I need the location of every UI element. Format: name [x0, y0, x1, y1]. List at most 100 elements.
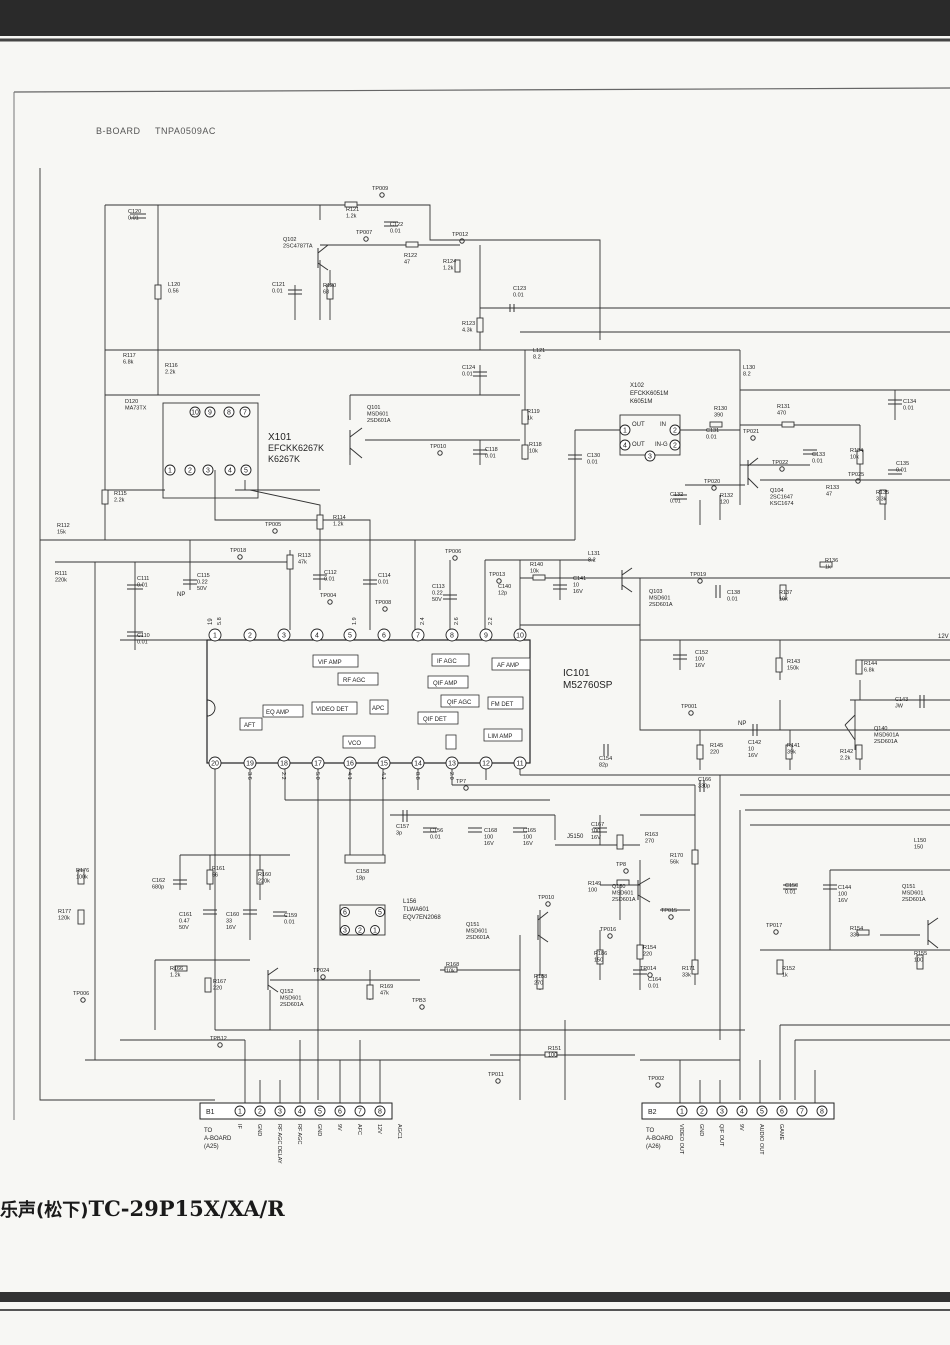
part-ref-c124: C124	[462, 365, 475, 371]
part-value-r117: 6.8k	[123, 360, 134, 366]
x102-pin-3	[644, 450, 656, 462]
scan-top-edge	[0, 0, 950, 36]
part-ref-r149: R149	[588, 881, 601, 887]
transistor-type: MSD601	[649, 596, 670, 602]
ic-pin-bottom-19-num: 19	[246, 761, 254, 768]
part-value-c121: 0.01	[272, 289, 283, 295]
connector-b1-signal: RF AGC	[296, 1124, 302, 1145]
connector-b2-loc: (A26)	[646, 1144, 661, 1150]
x101-pin-2-num: 2	[188, 468, 192, 475]
part-ref-r116: R116	[165, 363, 178, 369]
ic-block-lim-amp: LIM AMP	[488, 734, 512, 740]
transistor-ref: Q140	[874, 726, 887, 732]
ic-block-vco: VCO	[348, 741, 361, 747]
part-value-c168: 100	[484, 835, 493, 841]
part-value-r142: 2.2k	[840, 756, 851, 762]
l156-pin-2	[355, 925, 365, 935]
part-ref-r167: R167	[213, 979, 226, 985]
part-ref-c161: C161	[179, 912, 192, 918]
x102-pin-2b-num: 2	[673, 443, 677, 450]
part-value-r131: 470	[777, 411, 786, 417]
connector-b1-pin-5	[314, 1105, 326, 1117]
ic-pin-voltage: 4.1	[380, 772, 386, 780]
transistor-symbols	[267, 244, 939, 993]
transistor-type2: 2SD601A	[649, 602, 673, 608]
part-value-c154: 82p	[599, 763, 608, 769]
part-value-r143: 150k	[787, 666, 799, 672]
part-ref-r151: R151	[548, 1046, 561, 1052]
part-ref-r186: R186	[594, 951, 607, 957]
wires	[39, 168, 950, 1105]
testpoint-tp020: TP020	[704, 479, 720, 485]
part-ref-c143: C143	[895, 697, 908, 703]
part-value-r155: 100	[914, 958, 923, 964]
connector-b1-pin-2-num: 2	[258, 1109, 262, 1116]
part-ref-r154: R154	[850, 926, 863, 932]
ic-pin-bottom-13	[445, 756, 459, 770]
x101-pin-5	[240, 464, 252, 476]
ic-ref: IC101	[563, 668, 590, 679]
part-ref-c132: C132	[670, 492, 683, 498]
ic-pin-bottom-15	[377, 756, 391, 770]
part-ref-r163: R163	[645, 832, 658, 838]
part-value-c152: 100	[695, 657, 704, 663]
connector-b1-pin-1-num: 1	[238, 1109, 242, 1116]
part-ref-r171: R171	[682, 966, 695, 972]
part-value-r134: 10k	[850, 455, 859, 461]
part-ref-r111: R111	[55, 571, 67, 577]
part-ref-c144: C144	[838, 885, 851, 891]
l156-part1: TLWA601	[403, 907, 430, 913]
ic-pin-voltage: 4.1	[346, 772, 352, 780]
part-value-r160: 220k	[258, 879, 270, 885]
testpoint-tp007: TP007	[356, 230, 372, 236]
l156-pin-5-num: 5	[378, 910, 382, 917]
ic-pin-bottom-13-num: 13	[448, 761, 456, 768]
testpoint-dot	[688, 710, 694, 716]
part-value-r171: 33k	[682, 973, 691, 979]
testpoint-dot	[668, 914, 674, 920]
part-value-c124: 0.01	[462, 372, 473, 378]
connector-b1-pin-3-num: 3	[278, 1109, 282, 1116]
testpoint-tp013: TP013	[489, 572, 505, 578]
transistor-type2: KSC1674	[770, 501, 794, 507]
transistor-ref: D120	[125, 399, 138, 405]
part-value-c131: 0.01	[706, 435, 717, 441]
transistor-type: MSD601	[367, 412, 388, 418]
testpoint-dot	[272, 528, 278, 534]
ic-pin-top-1-num: 1	[213, 633, 217, 640]
part-value-c135: 0.01	[896, 468, 907, 474]
part-value-c118: 0.01	[485, 454, 496, 460]
part-value-c120: 0.01	[128, 216, 139, 222]
testpoint-dot	[647, 972, 653, 978]
connector-b1-pin-2	[254, 1105, 266, 1117]
testpoint-dot	[855, 478, 861, 484]
connector-b1-pin-8	[374, 1105, 386, 1117]
testpoint-dot	[773, 929, 779, 935]
part-value-c161: 0.47	[179, 919, 190, 925]
part-ref-c138: C138	[727, 590, 740, 596]
part-value-r119: 1k	[527, 416, 533, 422]
ic-pin-voltage: 1.9	[352, 617, 358, 625]
part-ref-c120: C120	[128, 209, 141, 215]
x101-pin-2	[184, 464, 196, 476]
x101-pin-7	[239, 406, 251, 418]
part-value-l131: 8.2	[588, 558, 596, 564]
part-value-r130: 390	[714, 413, 723, 419]
part-ref-c166: C166	[698, 777, 711, 783]
part-ref-r131: R131	[777, 404, 790, 410]
transistor-ref: Q102	[283, 237, 296, 243]
part-voltage-c152: 16V	[695, 663, 705, 669]
transistor-type: MA73TX	[125, 406, 147, 412]
x101-pin-3	[202, 464, 214, 476]
ic-pin-bottom-17	[311, 756, 325, 770]
connector-b2-pin-5	[756, 1105, 768, 1117]
x101-pin-1	[164, 464, 176, 476]
part-ref-l121: L121	[533, 348, 545, 354]
part-value-r151: 100	[548, 1053, 557, 1059]
part-value-l120: 0.56	[168, 289, 179, 295]
ic-pin-voltage: 2.4	[420, 617, 426, 625]
x101-pin-3-num: 3	[206, 468, 210, 475]
part-ref-l131: L131	[588, 551, 600, 557]
transistor-type: MSD601	[466, 929, 487, 935]
